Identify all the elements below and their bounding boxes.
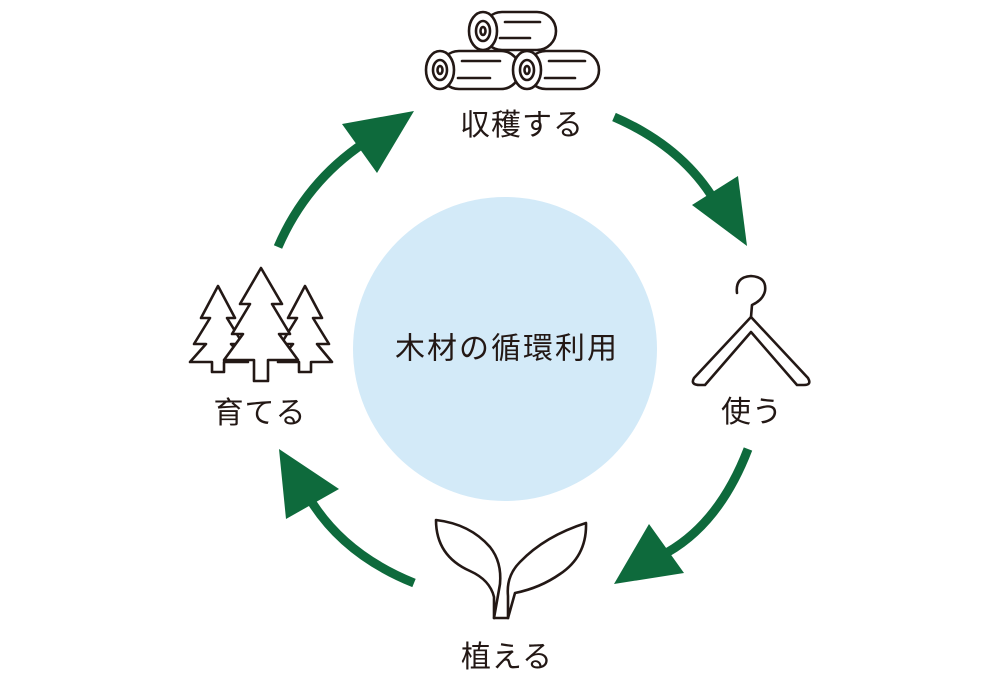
arrowhead-use-to-plant [614,524,684,584]
center-circle [353,197,657,501]
step-label-harvest: 収穫する [460,108,584,143]
arrow-plant-to-grow [304,493,416,588]
step-label-plant: 植える [461,640,553,675]
center-label: 木材の循環利用 [395,332,619,367]
arrow-use-to-plant [665,447,753,556]
cycle-arrows [273,111,753,588]
hanger-icon [691,274,811,387]
arrowhead-plant-to-grow [279,449,339,519]
trees-icon [188,266,334,383]
arrowhead-grow-to-harvest [342,111,414,173]
step-label-use: 使う [721,395,783,430]
step-label-grow: 育てる [214,396,307,431]
logs-icon [424,10,601,91]
sprout-icon [434,518,588,620]
arrowhead-harvest-to-use [692,176,747,246]
arrow-grow-to-harvest [273,139,367,249]
